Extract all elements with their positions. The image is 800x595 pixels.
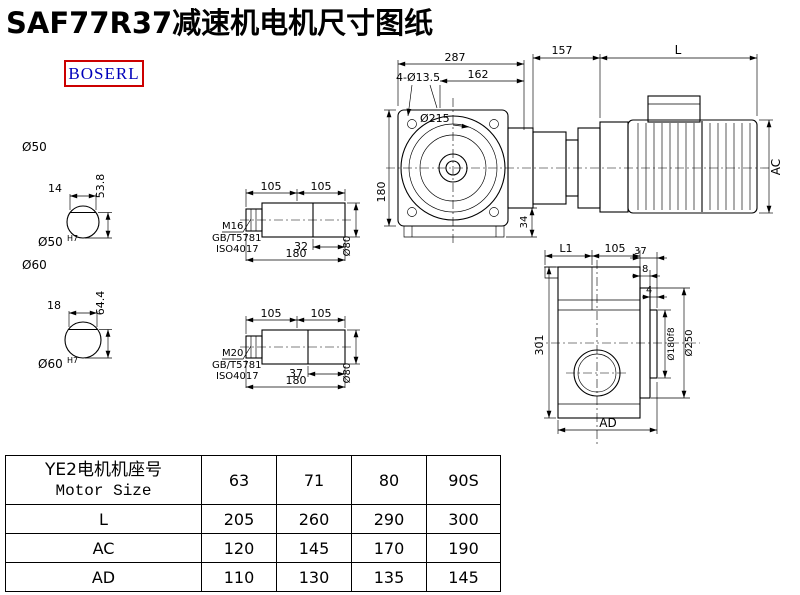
flange-bolt-hole [407, 119, 417, 129]
shaft50-tolerance: H7 [67, 234, 78, 243]
m20-thread-label: M20 [222, 348, 243, 359]
dim-4: 4 [646, 285, 652, 296]
motor-size-table: YE2电机机座号 Motor Size 63 71 80 90S L 205 2… [5, 455, 501, 592]
shaft60-circle [64, 321, 102, 359]
m20-standard-gb: GB/T5781 [212, 360, 262, 371]
shaft50-bore-label: Ø50 [38, 235, 63, 249]
value-cell: 110 [201, 562, 277, 592]
frame-size-cell: 71 [276, 455, 352, 505]
value-cell: 170 [351, 533, 427, 563]
table-row-L: L 205 260 290 300 [5, 504, 501, 534]
m20-standard-iso: ISO4017 [216, 371, 259, 382]
shaft60-keyway-width: 18 [47, 299, 61, 312]
value-cell: 145 [276, 533, 352, 563]
shaft-m20-detail-view: 105 105 37 180 Ø80 M20 GB/T5781 ISO4017 [212, 307, 360, 390]
page-title: SAF77R37减速机电机尺寸图纸 [6, 6, 434, 40]
m16-standard-iso: ISO4017 [216, 244, 259, 255]
dim-flange-height: 180 [375, 182, 388, 203]
value-cell: 260 [276, 504, 352, 534]
m16-end-length: 32 [294, 240, 308, 253]
shaft50-keyway-width: 14 [48, 182, 62, 195]
shaft60-diameter-label: Ø60 [22, 258, 47, 272]
shaft50-keyway-depth: 53.8 [94, 174, 107, 199]
flange-bolt-hole [489, 207, 499, 217]
dim-37: 37 [634, 246, 647, 257]
shaft60-bore-label: Ø60 [38, 357, 63, 371]
table-row-AD: AD 110 130 135 145 [5, 562, 501, 592]
m20-seg-b: 105 [311, 307, 332, 320]
shaft60-section-view: Ø60 18 64.4 Ø60 H7 [22, 258, 112, 371]
m16-shaft-dia: Ø80 [341, 236, 353, 257]
motor-size-header-en: Motor Size [55, 481, 152, 500]
value-cell: 120 [201, 533, 277, 563]
motor-size-header-cn: YE2电机机座号 [45, 459, 162, 480]
frame-size-cell: 90S [426, 455, 501, 505]
value-cell: 300 [426, 504, 501, 534]
table-header-row: YE2电机机座号 Motor Size 63 71 80 90S [5, 455, 501, 505]
frame-size-cell: 80 [351, 455, 427, 505]
table-row-AC: AC 120 145 170 190 [5, 533, 501, 563]
dim-motor-height-AC: AC [769, 159, 783, 175]
flange-bolt-hole [407, 207, 417, 217]
shaft60-tolerance: H7 [67, 356, 78, 365]
mounting-feet [403, 226, 505, 238]
m20-end-length: 37 [289, 367, 303, 380]
gearbox-side-view: L1 105 37 8 4 301 Ø180f8 [533, 242, 700, 444]
terminal-box [647, 95, 701, 123]
m16-seg-a: 105 [261, 180, 282, 193]
row-label-AC: AC [5, 533, 202, 563]
value-cell: 145 [426, 562, 501, 592]
dim-301: 301 [533, 335, 546, 356]
output-bore-circle [573, 349, 621, 397]
flange-outer-circle [400, 115, 506, 221]
row-label-L: L [5, 504, 202, 534]
motor-cooling-fins [637, 121, 751, 212]
dim-foot-height: 34 [519, 216, 530, 229]
dim-motor-length-L: L [675, 43, 682, 57]
value-cell: 130 [276, 562, 352, 592]
row-label-AD: AD [5, 562, 202, 592]
shaft50-section-view: Ø50 14 53.8 Ø50 H7 [22, 140, 112, 249]
brand-logo: BOSERL [64, 60, 144, 87]
frame-size-cell: 63 [201, 455, 277, 505]
dim-adapter-length: 157 [552, 44, 573, 57]
dim-body-width: 162 [468, 68, 489, 81]
flange-bolt-hole [489, 119, 499, 129]
m16-seg-b: 105 [311, 180, 332, 193]
shaft60-keyway-depth: 64.4 [94, 291, 107, 316]
side-housing [557, 266, 641, 419]
dim-total-width: 287 [445, 51, 466, 64]
motor-size-header-cell: YE2电机机座号 Motor Size [5, 455, 202, 505]
m20-shaft-dia: Ø80 [341, 363, 353, 384]
m16-standard-gb: GB/T5781 [212, 233, 262, 244]
m16-thread-label: M16 [222, 221, 243, 232]
dim-spigot-dia: Ø180f8 [666, 327, 677, 360]
dim-flange-dia: Ø215 [420, 112, 450, 125]
motor-flange-bell [599, 121, 629, 213]
flange-spigot [649, 309, 658, 379]
dim-8: 8 [642, 264, 648, 275]
shaft-m16-detail-view: 105 105 32 180 Ø80 M16 GB/T5781 ISO4017 [212, 180, 360, 263]
m16-total-length: 180 [286, 247, 307, 260]
dim-flange-dia-250: Ø250 [683, 330, 695, 357]
value-cell: 190 [426, 533, 501, 563]
shaft50-circle [66, 205, 100, 239]
value-cell: 135 [351, 562, 427, 592]
dim-105: 105 [605, 242, 626, 255]
dim-L1: L1 [559, 242, 572, 255]
shaft50-diameter-label: Ø50 [22, 140, 47, 154]
m20-total-length: 180 [286, 374, 307, 387]
value-cell: 205 [201, 504, 277, 534]
m20-seg-a: 105 [261, 307, 282, 320]
dim-bolt-holes: 4-Ø13.5 [396, 71, 440, 84]
dim-AD: AD [599, 416, 616, 430]
gearmotor-front-view: 287 162 157 L 4-Ø13.5 Ø215 180 34 [375, 43, 783, 246]
value-cell: 290 [351, 504, 427, 534]
motor-body [627, 119, 758, 214]
technical-drawing: Ø50 14 53.8 Ø50 H7 Ø60 18 64.4 [22, 43, 783, 444]
